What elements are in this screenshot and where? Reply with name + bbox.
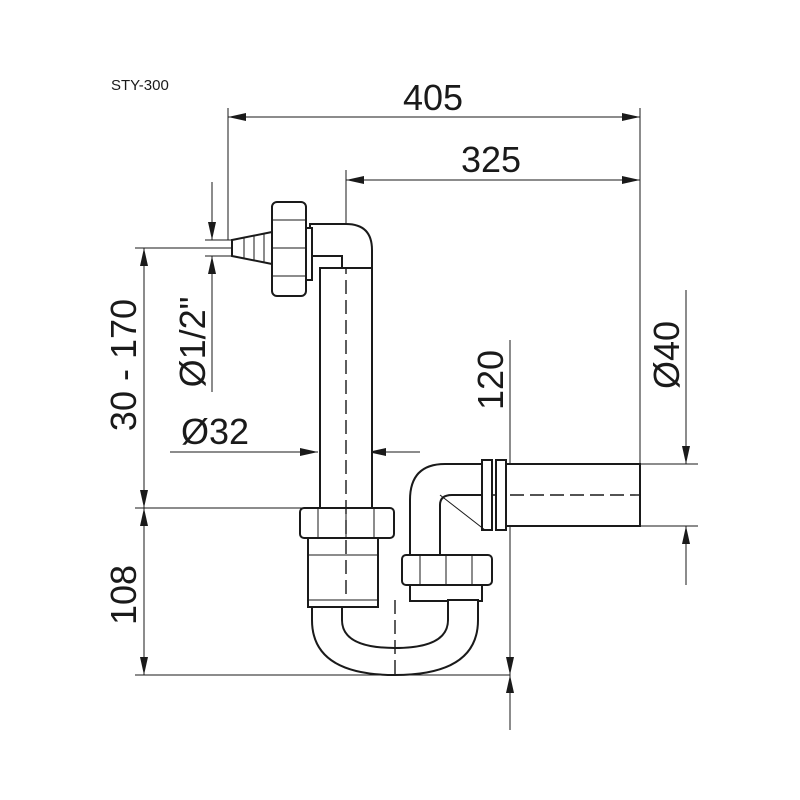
dim-hose-connector: Ø1/2": [172, 182, 270, 392]
main-nut: [299, 507, 395, 539]
branch-elbow: [409, 459, 507, 561]
inlet-fitting: [231, 201, 373, 297]
dim-40-label: Ø40: [646, 321, 687, 389]
dim-30-170-label: 30 - 170: [103, 299, 144, 431]
trap-body: [307, 534, 379, 608]
dim-overall-length: 405: [227, 77, 641, 526]
dim-half-inch-label: Ø1/2": [172, 297, 213, 388]
dim-32-label: Ø32: [181, 411, 249, 452]
dim-outlet-length: 325: [345, 139, 640, 224]
dim-405-label: 405: [403, 77, 463, 118]
dim-vertical-pipe-diameter: Ø32: [170, 411, 420, 456]
dim-108-label: 108: [103, 565, 144, 625]
u-bend-trap: [311, 599, 479, 677]
model-label: STY-300: [111, 77, 169, 94]
dim-inlet-height: 30 - 170: [103, 247, 305, 509]
dim-325-label: 325: [461, 139, 521, 180]
dim-120-label: 120: [470, 350, 511, 410]
dim-outlet-diameter: Ø40: [640, 290, 698, 585]
dim-trap-height: 108: [103, 508, 510, 676]
branch-nut: [401, 554, 493, 602]
dim-branch-height: 120: [470, 340, 514, 730]
